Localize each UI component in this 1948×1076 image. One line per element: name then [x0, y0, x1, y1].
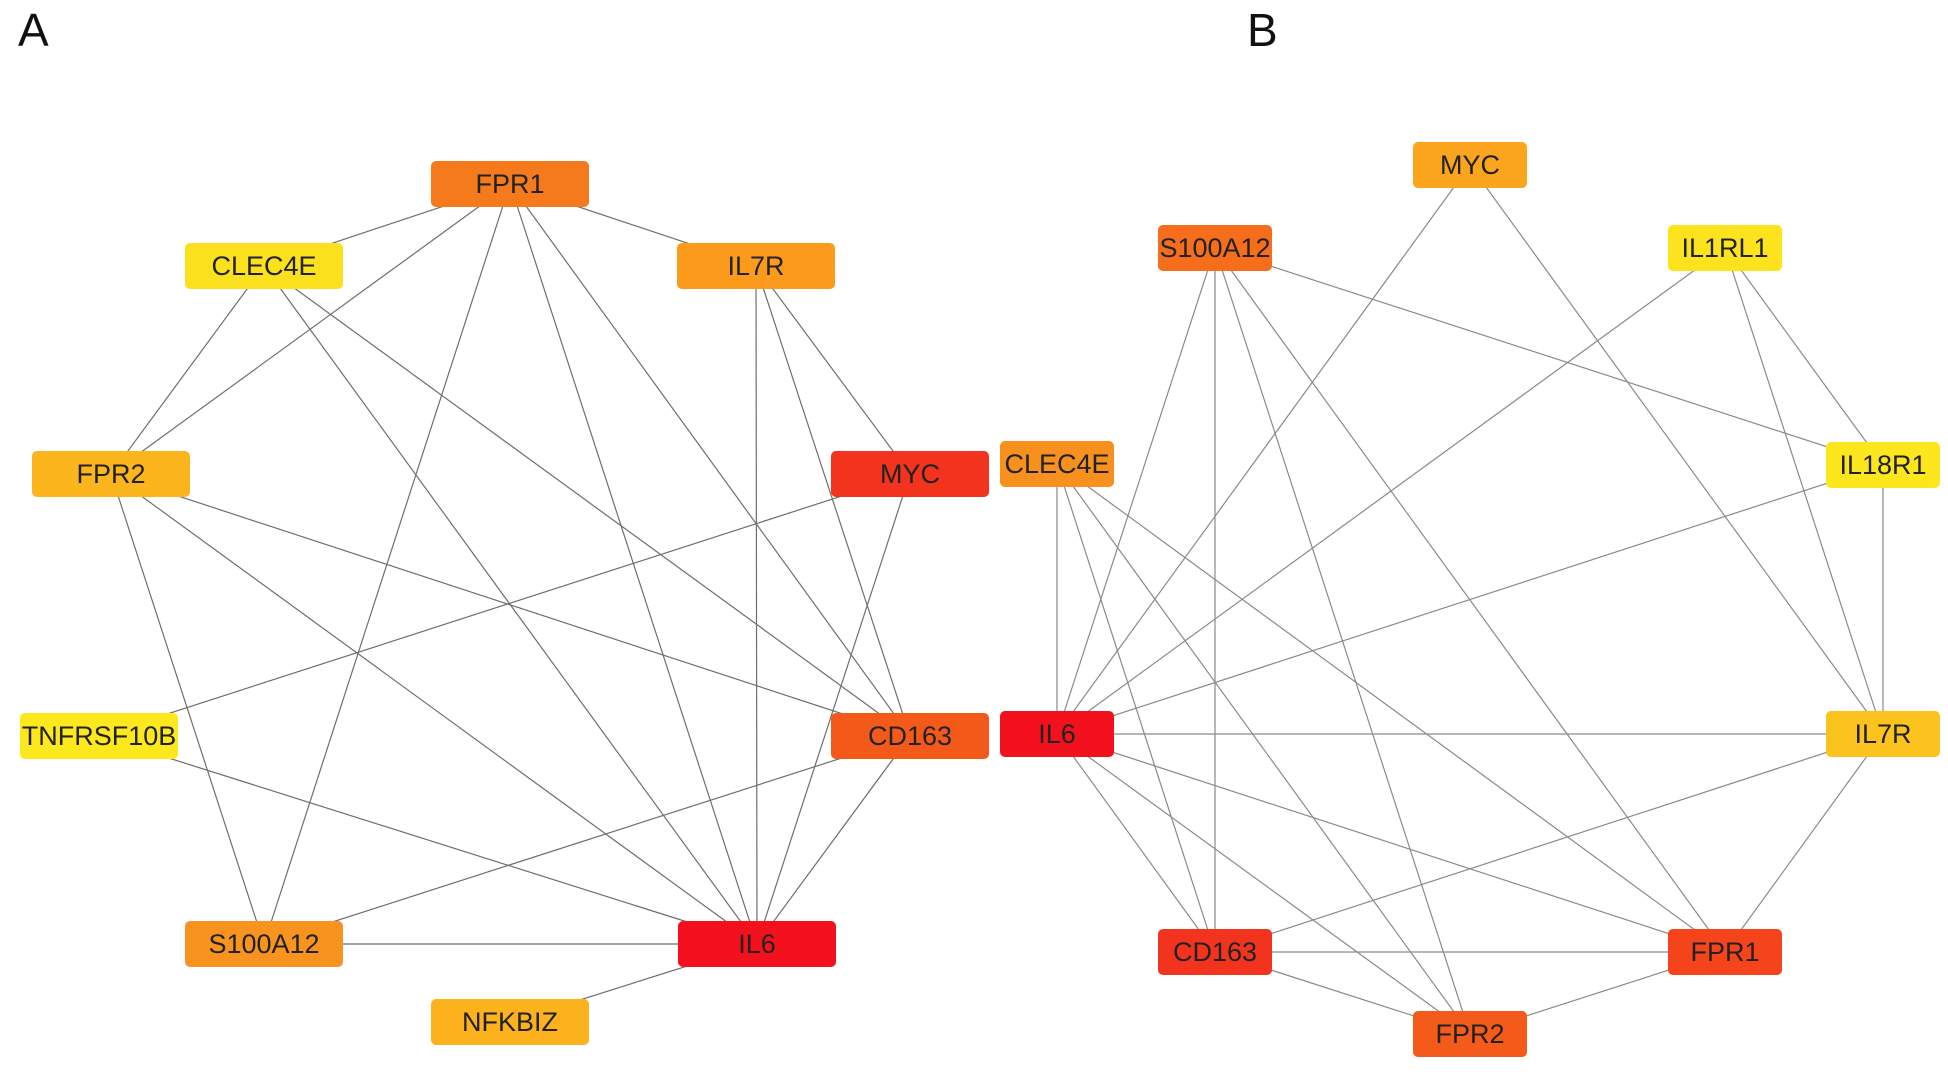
edge-clec4e-fpr1: [1056, 463, 1726, 953]
node-label-il7r: IL7R: [727, 251, 784, 281]
edge-myc-il6: [1056, 164, 1471, 735]
node-il18r1[interactable]: IL18R1: [1826, 442, 1940, 488]
edge-fpr2-il6: [110, 473, 758, 945]
node-label-fpr1: FPR1: [475, 169, 544, 199]
edge-clec4e-fpr2: [110, 265, 265, 475]
edge-il6-cd163: [1056, 733, 1216, 953]
edge-myc-tnfrsf10b: [98, 473, 911, 737]
panel-label-b: B: [1247, 4, 1278, 56]
node-box-clec4e: [185, 243, 343, 289]
node-s100a12[interactable]: S100A12: [185, 921, 343, 967]
node-box-tnfrsf10b: [20, 713, 178, 759]
edge-fpr1-il6: [509, 183, 758, 945]
node-label-il18r1: IL18R1: [1839, 450, 1926, 480]
node-il1rl1[interactable]: IL1RL1: [1668, 225, 1782, 271]
node-cd163[interactable]: CD163: [1158, 929, 1272, 975]
edge-il18r1-il6: [1056, 464, 1884, 735]
node-box-il6: [678, 921, 836, 967]
edge-clec4e-fpr2: [1056, 463, 1471, 1035]
node-box-s100a12: [185, 921, 343, 967]
node-myc[interactable]: MYC: [831, 451, 989, 497]
edge-fpr2-cd163: [110, 473, 911, 737]
node-fpr1[interactable]: FPR1: [1668, 929, 1782, 975]
node-label-cd163: CD163: [1173, 937, 1257, 967]
node-nfkbiz[interactable]: NFKBIZ: [431, 999, 589, 1045]
node-box-il7r: [677, 243, 835, 289]
edge-il1rl1-il6: [1056, 247, 1726, 735]
node-box-myc: [1413, 142, 1527, 188]
node-clec4e[interactable]: CLEC4E: [185, 243, 343, 289]
node-label-myc: MYC: [880, 459, 940, 489]
node-label-clec4e: CLEC4E: [1004, 449, 1109, 479]
node-label-il6: IL6: [1038, 719, 1076, 749]
node-box-fpr2: [1413, 1011, 1527, 1057]
node-label-s100a12: S100A12: [208, 929, 319, 959]
node-box-myc: [831, 451, 989, 497]
node-il6[interactable]: IL6: [1000, 711, 1114, 757]
node-myc[interactable]: MYC: [1413, 142, 1527, 188]
node-box-il1rl1: [1668, 225, 1782, 271]
panel-label-a: A: [18, 4, 49, 56]
edge-s100a12-il18r1: [1214, 247, 1884, 466]
edge-fpr1-cd163: [509, 183, 911, 737]
edge-fpr2-s100a12: [110, 473, 265, 945]
node-box-nfkbiz: [431, 999, 589, 1045]
node-label-fpr2: FPR2: [76, 459, 145, 489]
node-box-fpr1: [431, 161, 589, 207]
edge-clec4e-cd163: [263, 265, 911, 737]
node-label-clec4e: CLEC4E: [211, 251, 316, 281]
edge-clec4e-cd163: [1056, 463, 1216, 953]
node-label-tnfrsf10b: TNFRSF10B: [22, 721, 177, 751]
edge-myc-il6: [756, 473, 911, 945]
edges-b: [1056, 164, 1884, 1035]
edge-tnfrsf10b-il6: [98, 735, 758, 945]
node-fpr1[interactable]: FPR1: [431, 161, 589, 207]
edge-cd163-il6: [756, 735, 911, 945]
node-box-cd163: [1158, 929, 1272, 975]
node-box-clec4e: [1000, 441, 1114, 487]
node-box-fpr1: [1668, 929, 1782, 975]
edge-il6-fpr2: [1056, 733, 1471, 1035]
node-box-il6: [1000, 711, 1114, 757]
node-cd163[interactable]: CD163: [831, 713, 989, 759]
node-label-fpr2: FPR2: [1435, 1019, 1504, 1049]
edge-il7r-il6: [755, 265, 758, 945]
node-label-nfkbiz: NFKBIZ: [462, 1007, 558, 1037]
edge-cd163-s100a12: [263, 735, 911, 945]
edges-a: [98, 183, 911, 1023]
edge-s100a12-il6: [1056, 247, 1216, 735]
edge-il1rl1-il18r1: [1724, 247, 1884, 466]
node-label-fpr1: FPR1: [1690, 937, 1759, 967]
node-il6[interactable]: IL6: [678, 921, 836, 967]
node-label-il6: IL6: [738, 929, 776, 959]
node-label-cd163: CD163: [868, 721, 952, 751]
node-fpr2[interactable]: FPR2: [1413, 1011, 1527, 1057]
node-box-cd163: [831, 713, 989, 759]
node-clec4e[interactable]: CLEC4E: [1000, 441, 1114, 487]
node-label-il1rl1: IL1RL1: [1681, 233, 1768, 263]
edge-il7r-fpr1: [1724, 733, 1884, 953]
node-label-s100a12: S100A12: [1159, 233, 1270, 263]
node-label-il7r: IL7R: [1854, 719, 1911, 749]
node-tnfrsf10b[interactable]: TNFRSF10B: [20, 713, 178, 759]
node-box-s100a12: [1158, 225, 1272, 271]
edge-il6-fpr1: [1056, 733, 1726, 953]
node-box-fpr2: [32, 451, 190, 497]
node-il7r[interactable]: IL7R: [677, 243, 835, 289]
edge-il7r-cd163: [755, 265, 911, 737]
edge-il7r-myc: [755, 265, 911, 475]
edge-myc-il7r: [1469, 164, 1884, 735]
node-box-il18r1: [1826, 442, 1940, 488]
node-label-myc: MYC: [1440, 150, 1500, 180]
edge-il7r-cd163: [1214, 733, 1884, 953]
node-fpr2[interactable]: FPR2: [32, 451, 190, 497]
node-box-il7r: [1826, 711, 1940, 757]
node-s100a12[interactable]: S100A12: [1158, 225, 1272, 271]
node-il7r[interactable]: IL7R: [1826, 711, 1940, 757]
